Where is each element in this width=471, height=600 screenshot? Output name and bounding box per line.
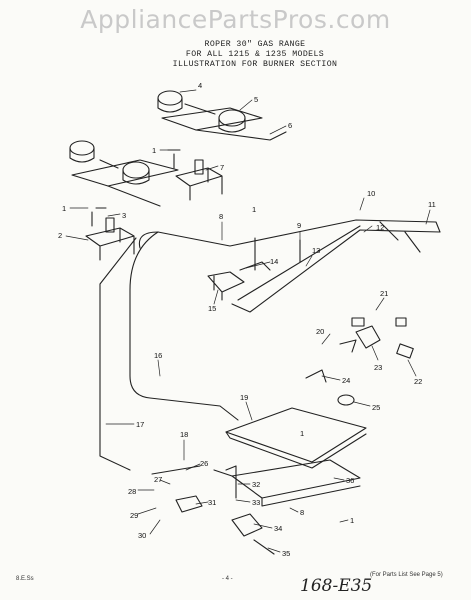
valve-15 <box>207 271 245 301</box>
burner-bracket-2 <box>85 227 135 261</box>
callout-15: 15 <box>208 304 216 313</box>
callout-33: 33 <box>252 498 260 507</box>
callout-labels: 4 5 6 1 7 1 3 2 8 1 9 10 12 11 13 14 15 … <box>58 81 436 558</box>
callout-24: 24 <box>342 376 350 385</box>
callout-20: 20 <box>316 327 324 336</box>
igniter-23 <box>355 325 381 349</box>
callout-7: 7 <box>220 163 224 172</box>
front-burner-head-right <box>122 161 150 179</box>
callout-1d: 1 <box>300 429 304 438</box>
callout-9: 9 <box>297 221 301 230</box>
callout-1e: 1 <box>350 516 354 525</box>
rear-burner-head-4 <box>157 90 183 106</box>
callout-4: 4 <box>198 81 202 90</box>
callout-5: 5 <box>254 95 258 104</box>
callout-1a: 1 <box>152 146 156 155</box>
manifold-pipe <box>138 219 441 313</box>
callout-34: 34 <box>274 524 282 533</box>
oven-burner-36 <box>231 459 361 499</box>
callout-36: 36 <box>346 476 354 485</box>
diagram-title-line1: ROPER 30" GAS RANGE <box>204 40 306 49</box>
callout-11: 11 <box>428 200 436 209</box>
rear-burner-tube-right <box>195 129 287 141</box>
front-burner-tube <box>71 159 179 187</box>
callout-13: 13 <box>312 246 320 255</box>
washer-25 <box>337 394 355 406</box>
bracket-31 <box>175 495 203 513</box>
watermark: AppliancePartsPros.com <box>80 5 391 34</box>
callout-12: 12 <box>376 223 384 232</box>
callout-8b: 8 <box>300 508 304 517</box>
callout-14: 14 <box>270 257 278 266</box>
handwritten-note: 168-E35 <box>300 576 373 596</box>
callout-23: 23 <box>374 363 382 372</box>
diagram-title-line3: ILLUSTRATION FOR BURNER SECTION <box>172 60 338 69</box>
callout-1c: 1 <box>252 205 256 214</box>
bracket-32 <box>225 465 237 499</box>
callout-17: 17 <box>136 420 144 429</box>
callout-10: 10 <box>367 189 375 198</box>
callout-32: 32 <box>252 480 260 489</box>
clip-22 <box>396 343 414 359</box>
burner-bracket-7 <box>175 167 223 201</box>
callout-25: 25 <box>372 403 380 412</box>
callout-21: 21 <box>380 289 388 298</box>
clip-21 <box>351 317 365 327</box>
callout-26: 26 <box>200 459 208 468</box>
gas-line <box>129 231 239 421</box>
callout-28: 28 <box>128 487 136 496</box>
callout-18: 18 <box>180 430 188 439</box>
callout-1b: 1 <box>62 204 66 213</box>
callout-31: 31 <box>208 498 216 507</box>
callout-29: 29 <box>130 511 138 520</box>
baffle-19 <box>225 407 367 463</box>
callout-16: 16 <box>154 351 162 360</box>
footer-code: 8.E.Ss <box>16 576 34 582</box>
callout-6: 6 <box>288 121 292 130</box>
bracket-34 <box>231 513 263 537</box>
callout-8: 8 <box>219 212 223 221</box>
front-burner-head-left <box>69 140 95 156</box>
callout-30: 30 <box>138 531 146 540</box>
callout-19: 19 <box>240 393 248 402</box>
callout-22: 22 <box>414 377 422 386</box>
callout-3: 3 <box>122 211 126 220</box>
rear-burner-tube-left <box>161 107 263 131</box>
parts-list-reference: (For Parts List See Page 5) <box>370 572 443 578</box>
callout-2: 2 <box>58 231 62 240</box>
callout-27: 27 <box>154 475 162 484</box>
callout-35: 35 <box>282 549 290 558</box>
page-number: - 4 - <box>222 576 233 582</box>
diagram-title-line2: FOR ALL 1215 & 1235 MODELS <box>185 50 325 59</box>
